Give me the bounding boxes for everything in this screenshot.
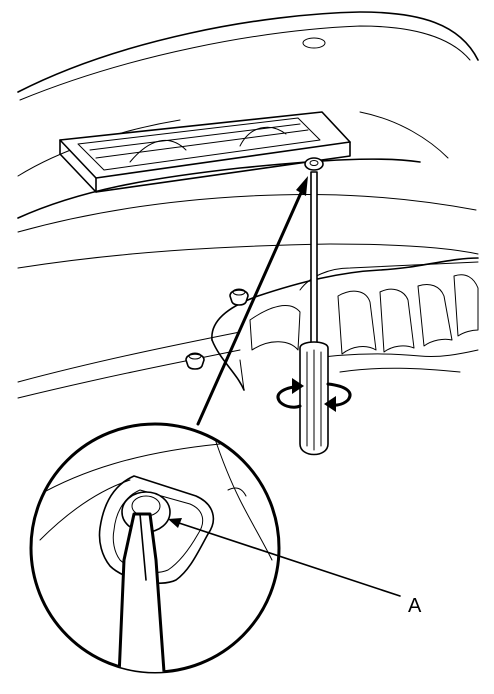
body-contour-2 xyxy=(17,158,421,219)
rotation-arrow-left-icon xyxy=(276,384,302,409)
vehicle-body xyxy=(17,11,479,399)
callout-a-label: A xyxy=(408,595,422,617)
body-contour-3 xyxy=(17,194,477,233)
callout-a: A xyxy=(168,518,422,617)
trim-top-inner xyxy=(299,261,479,291)
callout-a-arrowhead-icon xyxy=(168,518,182,528)
clip-on-body xyxy=(304,157,324,171)
screwdriver-shaft xyxy=(310,171,318,347)
lens-reflection-1 xyxy=(129,140,187,163)
roof-oval-mark xyxy=(302,37,326,49)
detail-body-line-3 xyxy=(213,435,273,561)
lens-line-1 xyxy=(89,123,301,151)
body-contour-7 xyxy=(17,349,241,399)
clip-icon-2-top xyxy=(188,352,202,360)
lens-line-2 xyxy=(95,129,309,159)
side-clips xyxy=(185,288,249,370)
clip-recess-inner xyxy=(112,489,204,573)
clip-icon-1-top xyxy=(232,288,246,296)
detail-pointer xyxy=(196,176,308,426)
detail-magnifier xyxy=(29,422,281,674)
rotation-arrowhead-right-icon xyxy=(324,396,336,412)
trim-left-edge xyxy=(211,339,245,391)
trim-rib-3 xyxy=(379,288,415,353)
brake-light xyxy=(59,111,351,193)
pointer-line xyxy=(196,184,306,426)
body-contour-4 xyxy=(17,243,479,269)
body-contour-5 xyxy=(359,111,449,159)
trim-bottom-inner xyxy=(339,367,461,373)
detail-body-line-2 xyxy=(39,479,131,541)
rotation-arrowhead-left-icon xyxy=(292,378,304,394)
trim-rib-5 xyxy=(453,274,479,337)
body-contour-6 xyxy=(17,331,241,383)
trim-rib-2 xyxy=(337,290,377,355)
brake-light-lens xyxy=(77,117,321,171)
trim-panel xyxy=(211,257,479,391)
detail-body-line-1 xyxy=(31,443,221,501)
roof-edge-line xyxy=(17,11,479,93)
clip-center-icon xyxy=(309,160,319,166)
lens-reflection-2 xyxy=(239,126,287,147)
clip-head-icon xyxy=(304,157,324,171)
trim-rib-4 xyxy=(417,283,453,347)
trim-rib-1 xyxy=(249,305,301,351)
screwdriver-blade-detail xyxy=(116,512,168,672)
pointer-arrowhead-icon xyxy=(296,176,308,196)
trim-top-edge xyxy=(211,257,479,341)
trim-left-inner xyxy=(239,359,245,391)
callout-a-leader-line xyxy=(175,521,401,597)
brake-light-side xyxy=(59,139,97,193)
blade-edge-line xyxy=(139,513,147,581)
roof-inner-line xyxy=(19,25,471,101)
trim-bottom-edge xyxy=(299,349,479,361)
screwdriver xyxy=(276,171,352,456)
detail-body-line-4 xyxy=(227,487,247,497)
clip-recess-outer xyxy=(98,475,215,584)
brake-light-front xyxy=(95,141,351,193)
